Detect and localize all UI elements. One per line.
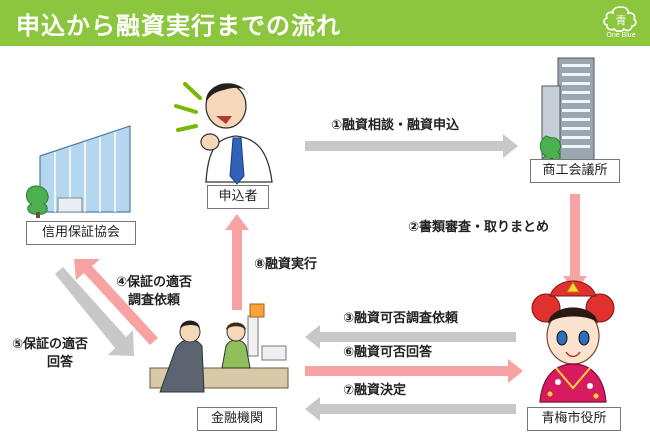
arrow-step4 [74, 259, 158, 345]
arrow-step8 [225, 214, 249, 310]
node-applicant: 申込者 [207, 185, 269, 209]
page-title: 申込から融資実行までの流れ [16, 12, 341, 40]
applicant-person-icon [174, 82, 273, 185]
arrow-step2 [563, 194, 587, 292]
bank-counter-icon [149, 303, 289, 393]
step5-label-line2: 回答 [46, 355, 73, 370]
step4-label-line2: 調査依頼 [127, 293, 180, 308]
arrow-step1 [305, 134, 518, 158]
step8-label: ⑧融資実行 [254, 257, 318, 272]
header-bar: 申込から融資実行までの流れ 青 One Blue [0, 0, 650, 46]
node-city: 青梅市役所 [527, 407, 621, 431]
node-bank: 金融機関 [197, 407, 277, 431]
step2-label: ②書類審査・取りまとめ [408, 220, 550, 235]
node-guarantee: 信用保証協会 [26, 221, 136, 245]
arrow-step5 [55, 267, 134, 356]
flow-diagram: 申込者 商工会議所 信用保証協会 金融機関 青梅市役所 ①融資相談・融資申込 ②… [0, 46, 650, 444]
step3-label: ③融資可否調査依頼 [343, 311, 459, 326]
one-blue-logo-icon: 青 [603, 6, 637, 33]
arrow-step7 [305, 397, 516, 421]
svg-text:青: 青 [616, 14, 627, 27]
city-mascot-icon [531, 280, 615, 403]
node-chamber: 商工会議所 [530, 159, 620, 183]
step6-label: ⑥融資可否回答 [343, 345, 433, 360]
step1-label: ①融資相談・融資申込 [331, 118, 460, 133]
step4-label-line1: ④保証の適否 [115, 275, 192, 290]
arrows-layer [26, 57, 615, 421]
guarantee-building-icon [26, 125, 131, 218]
logo-caption: One Blue [606, 32, 636, 39]
step5-label-line1: ⑤保証の適否 [12, 337, 89, 352]
arrow-step6 [305, 359, 523, 383]
chamber-building-icon [539, 57, 595, 164]
arrow-step3 [305, 325, 516, 349]
step7-label: ⑦融資決定 [343, 383, 407, 398]
